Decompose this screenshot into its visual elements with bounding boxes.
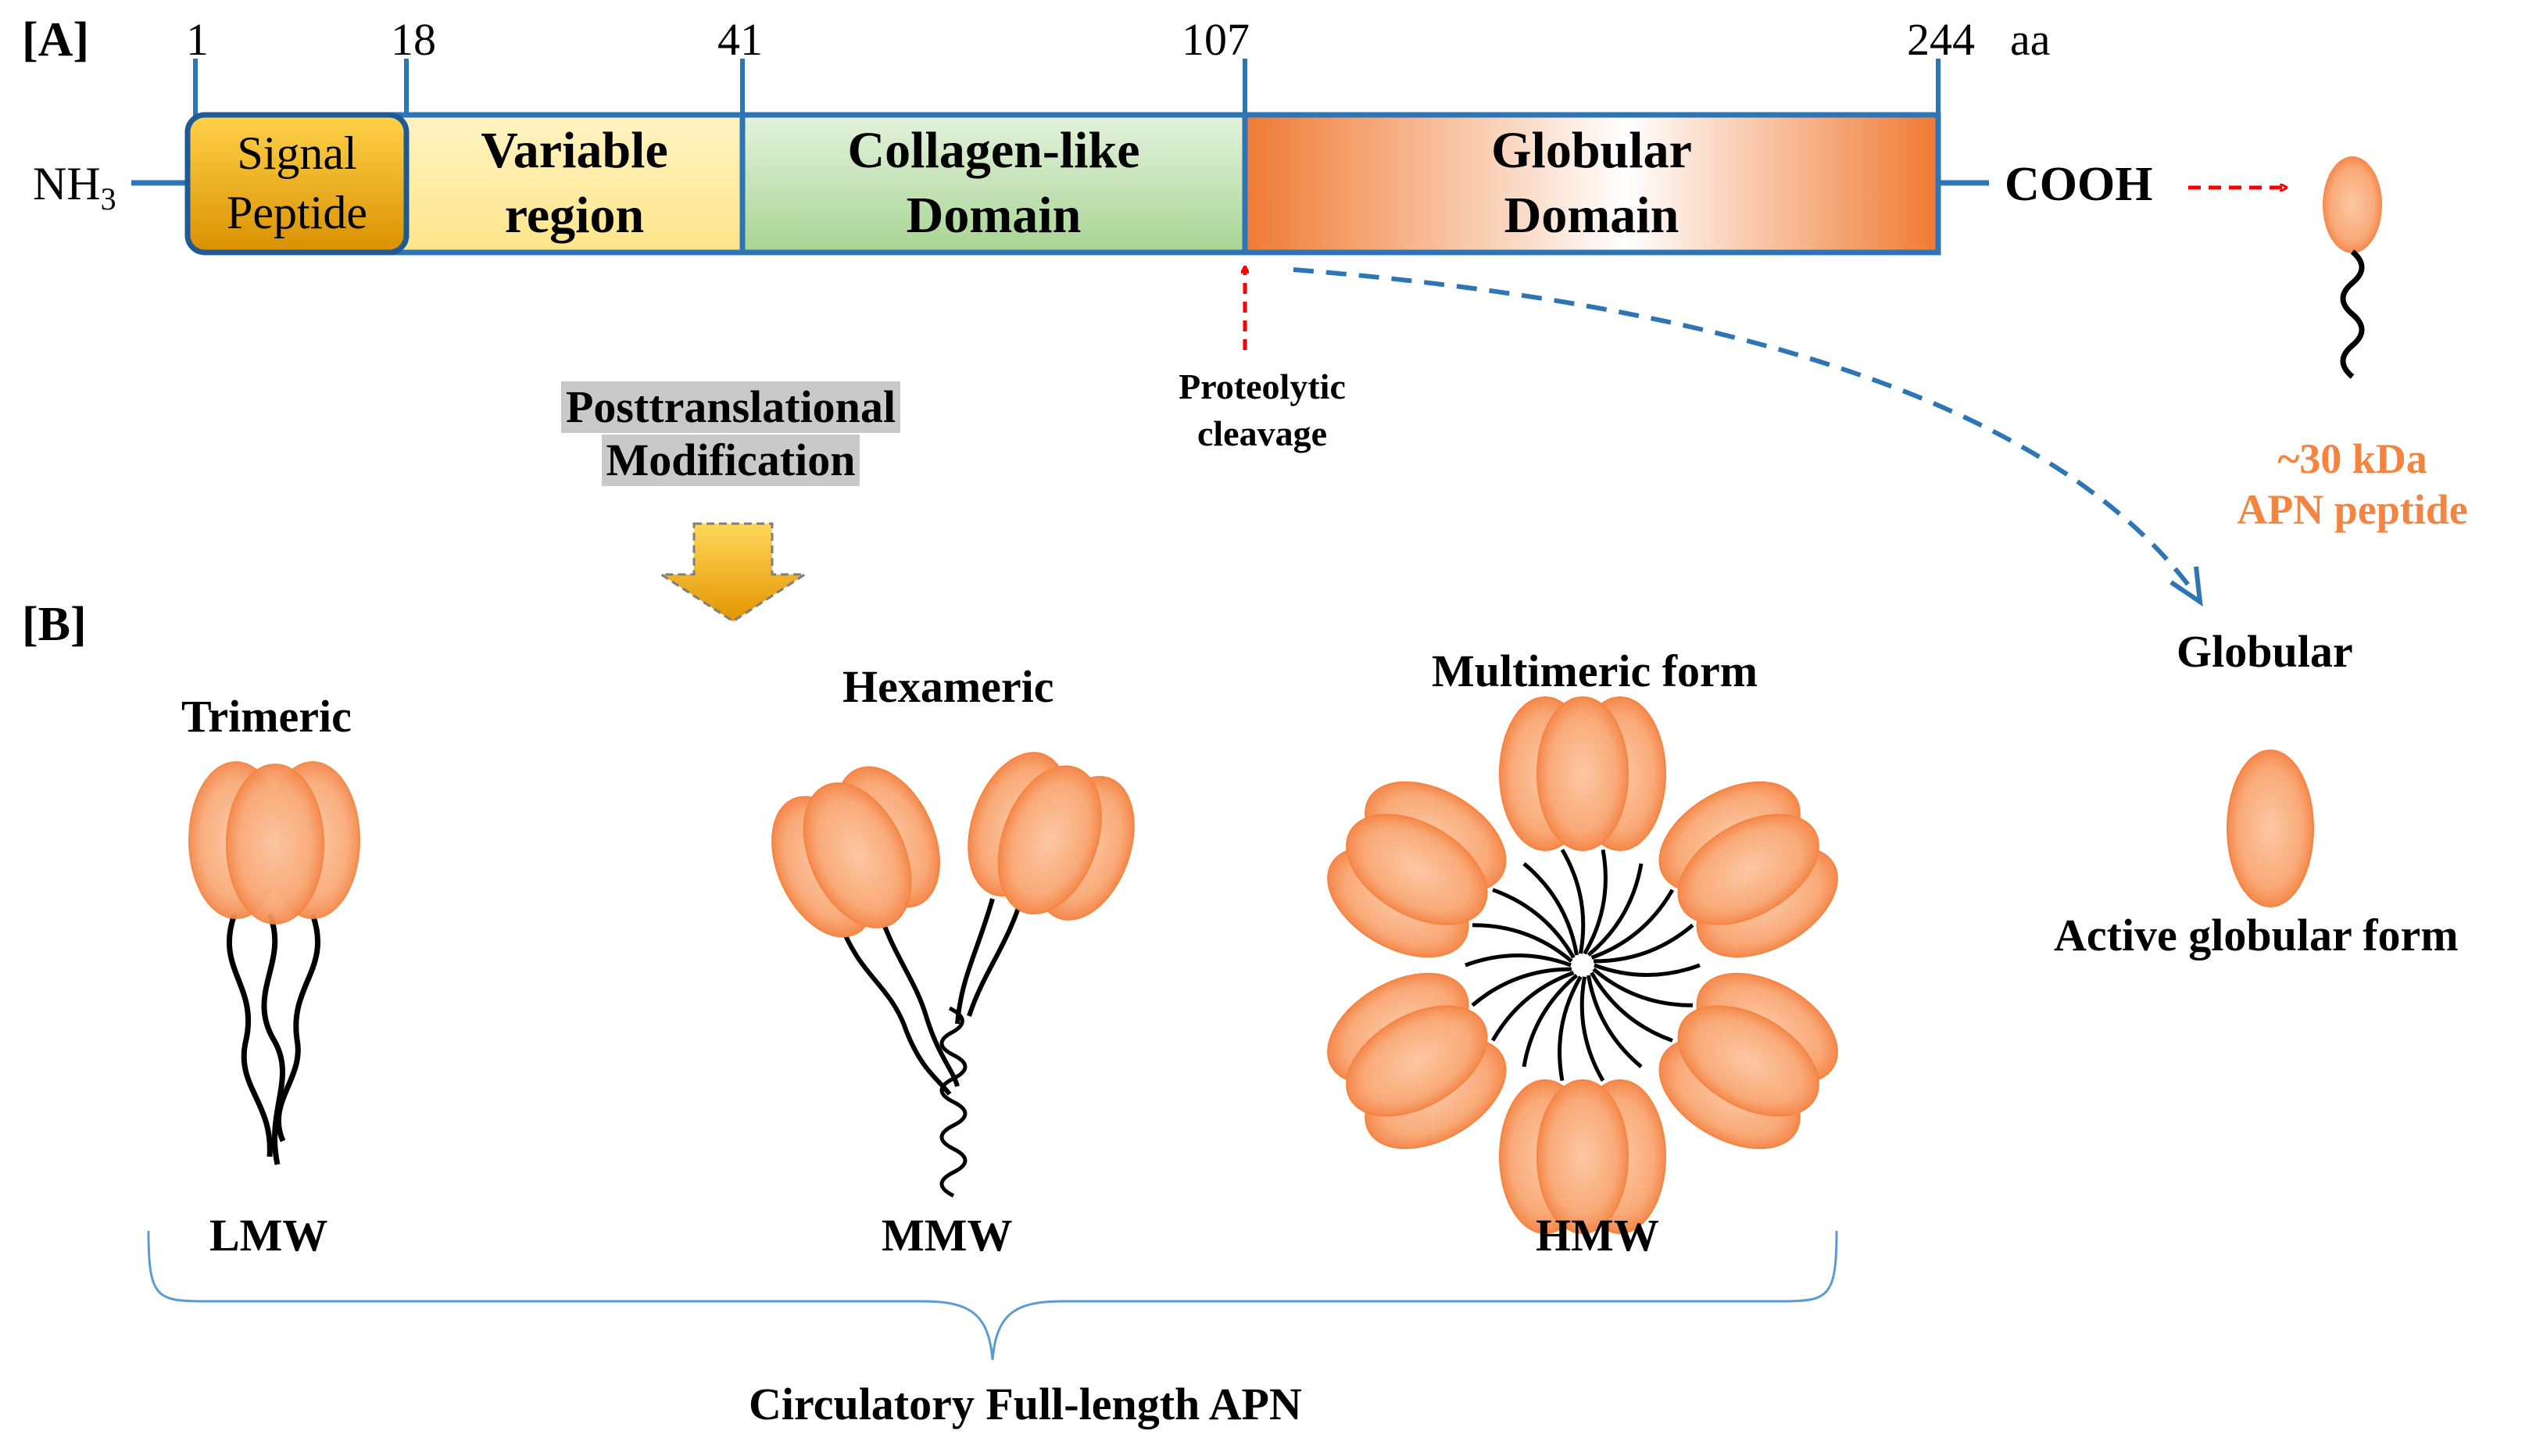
collagen-domain-box: [739, 112, 1248, 256]
collagen-line-1: Collagen-like: [847, 122, 1140, 179]
cleavage-label: Proteolytic cleavage: [1137, 363, 1387, 457]
globular-line-2: Domain: [1504, 186, 1679, 244]
active-globular-icon: [2227, 749, 2314, 907]
hexamer-icon: [771, 752, 1135, 1198]
residue-ticks: [193, 59, 1941, 117]
panel-b-label: [B]: [22, 598, 87, 651]
panel-a-label: [A]: [22, 13, 90, 66]
variable-line-1: Variable: [481, 122, 668, 179]
tick-244: 244: [1907, 14, 1975, 65]
signal-peptide-box: [184, 112, 410, 256]
tick-18: 18: [391, 14, 436, 65]
globular-form-label: Globular: [2177, 626, 2353, 677]
hexameric-label: Hexameric: [842, 661, 1054, 712]
tick-41: 41: [717, 14, 763, 65]
n-terminus-label: NH3: [33, 160, 116, 215]
multimer-tails: [1465, 849, 1701, 1082]
posttranslational-line-2: Modification: [601, 435, 860, 486]
tick-unit: aa: [2010, 14, 2051, 65]
mmw-label: MMW: [882, 1210, 1013, 1261]
signal-line-2: Peptide: [227, 187, 367, 239]
tick-1: 1: [186, 14, 209, 65]
trimeric-label: Trimeric: [181, 691, 352, 742]
full-length-bracket: [147, 1230, 1838, 1361]
multimer-globules: [1327, 696, 1838, 1234]
signal-peptide-label: Signal Peptide: [188, 123, 406, 242]
globular-release-arrowhead: [2170, 566, 2203, 607]
n-terminus-subscript: 3: [100, 181, 116, 216]
apn-peptide-icon: [2323, 156, 2382, 379]
tick-107: 107: [1182, 14, 1250, 65]
variable-region-label: Variable region: [406, 119, 742, 248]
signal-line-1: Signal: [237, 127, 357, 179]
globular-release-arrow: [1293, 267, 2195, 592]
cleavage-line-2: cleavage: [1197, 413, 1328, 453]
apn-peptide-label: ~30 kDa APN peptide: [2212, 434, 2493, 535]
cleavage-line-1: Proteolytic: [1179, 367, 1346, 406]
hmw-label: HMW: [1536, 1210, 1659, 1261]
trimer-icon: [188, 761, 360, 1165]
globular-domain-box: [1242, 112, 1941, 256]
posttranslational-label: Posttranslational Modification: [535, 381, 926, 486]
globular-line-1: Globular: [1491, 122, 1692, 179]
peptide-line-2: APN peptide: [2237, 485, 2468, 533]
lmw-label: LMW: [209, 1210, 328, 1261]
peptide-line-1: ~30 kDa: [2277, 435, 2427, 482]
posttranslational-line-1: Posttranslational: [560, 381, 901, 433]
multimeric-label: Multimeric form: [1432, 646, 1758, 696]
collagen-domain-label: Collagen-like Domain: [742, 119, 1245, 248]
multimer-icon: [1327, 696, 1838, 1234]
c-terminus-label: COOH: [2005, 158, 2153, 211]
n-terminus-text: NH: [33, 158, 101, 209]
variable-line-2: region: [504, 186, 645, 244]
active-globular-label: Active globular form: [2054, 910, 2459, 961]
bracket-label: Circulatory Full-length APN: [749, 1379, 1302, 1429]
globular-domain-label: Globular Domain: [1245, 119, 1938, 248]
collagen-line-2: Domain: [906, 186, 1082, 244]
modification-arrow: [656, 522, 810, 623]
